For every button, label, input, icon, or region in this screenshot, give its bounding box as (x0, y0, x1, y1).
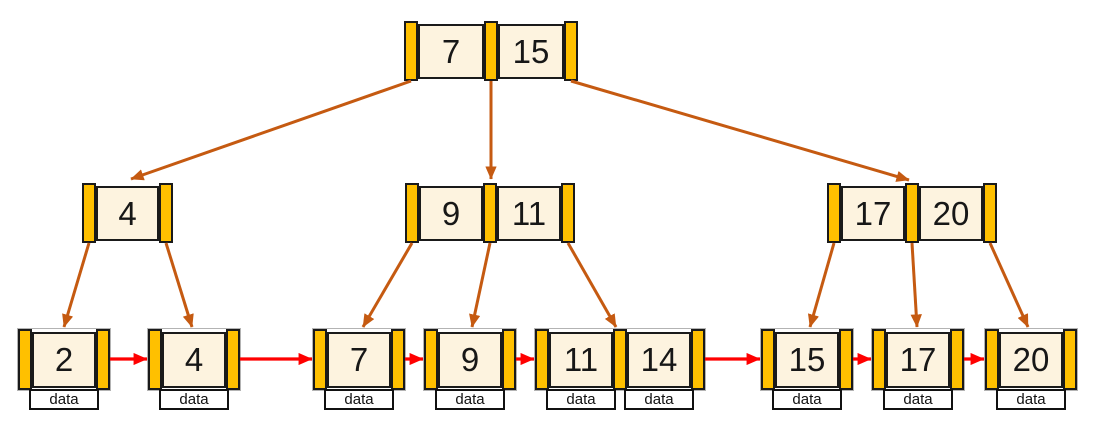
pointer-slot (502, 329, 516, 390)
pointer-slot (483, 183, 497, 243)
edge-internal-left-to-leaf-4 (164, 242, 194, 328)
pointer-slot (561, 183, 575, 243)
key-cell: 11 (497, 185, 561, 241)
tree-leaf-node: 4 data (147, 328, 241, 410)
key-cell: 15 (498, 23, 564, 79)
key-cell: 15 (775, 331, 839, 388)
tree-node-internal-left: 4 (82, 183, 173, 243)
leaf-data-box: data (996, 389, 1066, 410)
tree-leaf-node: 7 data (312, 328, 406, 410)
leaf-data-box: data (772, 389, 842, 410)
pointer-slot (827, 183, 841, 243)
edge-internal-right-to-leaf-20 (988, 242, 1030, 328)
leaf-data-box: data (435, 389, 505, 410)
leaf-data-box: data (546, 389, 616, 410)
tree-leaf-node: 17 data (871, 328, 965, 410)
tree-leaf-node: 15 data (760, 328, 854, 410)
pointer-slot (82, 183, 96, 243)
key-cell: 2 (32, 331, 96, 388)
edge-internal-middle-to-leaf-7 (361, 242, 414, 328)
tree-leaf-node: 11 14 data data (534, 328, 706, 410)
edge-root-to-left-child (130, 79, 412, 181)
tree-node-root: 7 15 (404, 21, 578, 81)
key-cell: 4 (162, 331, 226, 388)
tree-node-internal-middle: 9 11 (405, 183, 575, 243)
tree-node-internal-right: 17 20 (827, 183, 997, 243)
pointer-slot (18, 329, 32, 390)
pointer-slot (761, 329, 775, 390)
edge-root-to-right-child (570, 79, 910, 182)
tree-leaf-node: 2 data (17, 328, 111, 410)
pointer-slot (391, 329, 405, 390)
key-cell: 17 (886, 331, 950, 388)
pointer-slot (424, 329, 438, 390)
key-cell: 20 (999, 331, 1063, 388)
pointer-slot (159, 183, 173, 243)
pointer-slot (613, 329, 627, 390)
key-cell: 7 (327, 331, 391, 388)
pointer-slot (905, 183, 919, 243)
edge-internal-left-to-leaf-2 (62, 242, 91, 328)
pointer-slot (96, 329, 110, 390)
key-cell: 14 (627, 331, 691, 388)
pointer-slot (404, 21, 418, 81)
pointer-slot (148, 329, 162, 390)
pointer-slot (985, 329, 999, 390)
pointer-slot (950, 329, 964, 390)
pointer-slot (564, 21, 578, 81)
key-cell: 11 (549, 331, 613, 388)
key-cell: 17 (841, 185, 905, 241)
tree-leaf-node: 9 data (423, 328, 517, 410)
pointer-slot (872, 329, 886, 390)
leaf-data-box: data (159, 389, 229, 410)
leaf-data-box: data (29, 389, 99, 410)
leaf-data-box: data (883, 389, 953, 410)
key-cell: 20 (919, 185, 983, 241)
leaf-data-box: data (324, 389, 394, 410)
pointer-slot (691, 329, 705, 390)
pointer-slot (484, 21, 498, 81)
edge-internal-right-to-leaf-15 (807, 242, 836, 328)
pointer-slot (313, 329, 327, 390)
pointer-slot (1063, 329, 1077, 390)
edge-internal-right-to-leaf-17 (910, 242, 922, 328)
edge-internal-middle-to-leaf-11-14 (566, 242, 618, 328)
pointer-slot (226, 329, 240, 390)
key-cell: 4 (96, 185, 159, 241)
tree-leaf-node: 20 data (984, 328, 1078, 410)
edge-internal-middle-to-leaf-9 (469, 242, 492, 328)
key-cell: 9 (419, 185, 483, 241)
pointer-slot (839, 329, 853, 390)
pointer-slot (405, 183, 419, 243)
key-cell: 7 (418, 23, 484, 79)
leaf-data-box: data (624, 389, 694, 410)
key-cell: 9 (438, 331, 502, 388)
pointer-slot (535, 329, 549, 390)
pointer-slot (983, 183, 997, 243)
